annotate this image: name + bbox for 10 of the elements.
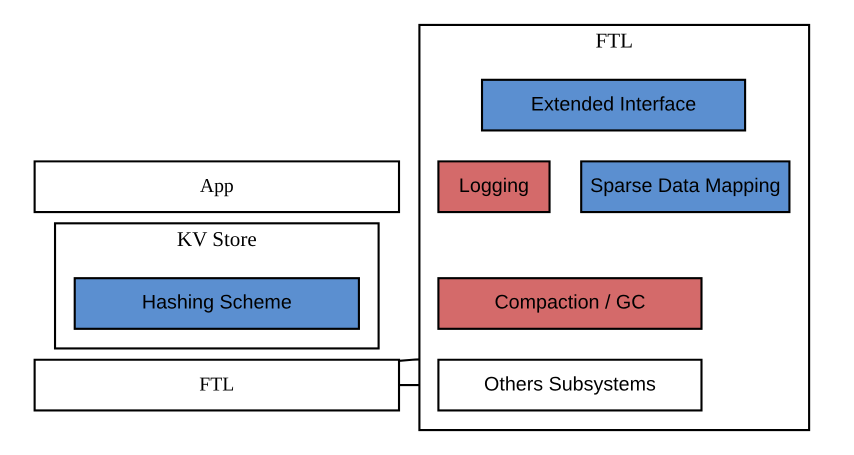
connector <box>399 384 419 386</box>
node-box: Sparse Data Mapping <box>580 160 790 214</box>
node-box: FTL <box>33 358 400 412</box>
node-box: Extended Interface <box>480 78 746 132</box>
node-box: Compaction / GC <box>436 277 702 330</box>
node-box: App <box>33 160 400 214</box>
connector <box>398 358 419 362</box>
node-box: Hashing Scheme <box>73 277 360 330</box>
node-box: Logging <box>436 160 550 214</box>
node-box: Others Subsystems <box>436 358 702 412</box>
